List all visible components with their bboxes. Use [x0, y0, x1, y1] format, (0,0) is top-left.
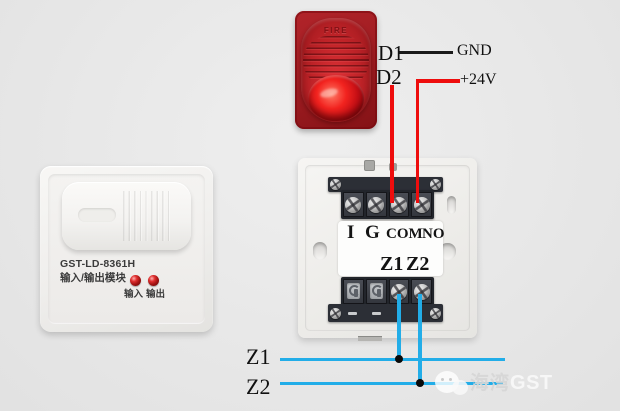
- terminal-label-sticker: I G COM NO Z1 Z2: [338, 221, 445, 276]
- terminal-com: [388, 192, 410, 217]
- mounting-clip: [364, 160, 375, 171]
- terminal-no: [411, 192, 432, 217]
- screw-icon: [430, 179, 441, 190]
- mounting-hole-left: [313, 242, 327, 260]
- terminal-label-g: G: [365, 222, 380, 243]
- terminal-z1: [388, 279, 410, 304]
- z2-junction-dot: [415, 379, 424, 388]
- d2-label: D2: [376, 65, 402, 89]
- terminal-base-plate: I G COM NO Z1 Z2: [298, 158, 477, 341]
- mounting-hole-right: [439, 243, 456, 260]
- z2-bus-label: Z2: [246, 374, 271, 399]
- terminal-z2: [411, 279, 432, 304]
- output-led-label: 输出: [146, 289, 166, 300]
- fire-sounder-dome: FIRE: [301, 18, 371, 122]
- gnd-wire: [398, 51, 453, 54]
- z1-bus-line: [280, 357, 505, 361]
- z2-bus-line: [280, 381, 503, 385]
- screw-icon: [413, 283, 430, 300]
- screw-icon: [390, 283, 407, 300]
- plus24v-to-no-wire: [415, 79, 420, 203]
- io-module-faceplate: GST-LD-8361H 输入/输出模块 输入 输出: [40, 166, 213, 332]
- z1-terminal-wire: [396, 294, 401, 361]
- screw-icon: [430, 308, 441, 319]
- top-terminal-row: [341, 190, 434, 219]
- terminal-i: [343, 192, 364, 217]
- input-led-icon: [130, 275, 141, 286]
- d2-to-com-wire: [390, 85, 394, 203]
- terminal-label-z1: Z1: [380, 253, 404, 275]
- input-led-label: 输入: [124, 289, 144, 300]
- fire-sounder-strobe: FIRE: [295, 11, 377, 129]
- fire-sounder-label: FIRE: [323, 26, 349, 35]
- watermark: 海湾 GST: [433, 366, 553, 400]
- terminal-insert: [347, 283, 360, 299]
- io-module-label-recess: [78, 208, 116, 222]
- plus24v-label: +24V: [460, 71, 497, 88]
- top-terminal-bar: [328, 177, 443, 192]
- screw-icon: [330, 179, 341, 190]
- terminal-contact: [372, 312, 381, 315]
- wechat-logo-icon: [433, 366, 470, 400]
- z1-junction-dot: [394, 355, 403, 364]
- bottom-terminal-row: [341, 277, 434, 306]
- mounting-clip-bottom: [358, 336, 382, 341]
- z1-bus-label: Z1: [246, 344, 271, 369]
- io-module-model-label: GST-LD-8361H: [60, 258, 136, 270]
- plus24v-wire-horizontal: [415, 79, 460, 83]
- bottom-terminal-bar: [328, 304, 443, 322]
- terminal-empty: [343, 279, 364, 304]
- terminal-label-com: COM: [386, 226, 423, 242]
- lens-highlight: [319, 86, 339, 100]
- gnd-label: GND: [457, 42, 492, 59]
- io-module-cover: [62, 182, 191, 250]
- terminal-insert: [369, 283, 383, 299]
- chat-bubble-icon: [452, 380, 468, 395]
- terminal-label-i: I: [347, 222, 355, 243]
- output-led-icon: [148, 275, 159, 286]
- screw-icon: [368, 196, 385, 213]
- terminal-g: [365, 192, 387, 217]
- d1-label: D1: [378, 41, 404, 65]
- z2-terminal-wire: [417, 294, 422, 385]
- screw-icon: [330, 308, 341, 319]
- screw-icon: [390, 196, 407, 213]
- io-module-type-label: 输入/输出模块: [60, 272, 126, 284]
- terminal-label-z2: Z2: [406, 253, 430, 275]
- fire-sounder-lens: [308, 75, 364, 121]
- screw-icon: [345, 196, 362, 213]
- terminal-contact: [348, 312, 357, 315]
- watermark-text-cn: 海湾: [470, 372, 511, 394]
- mounting-slot-right: [447, 196, 456, 214]
- watermark-text-en: GST: [510, 372, 553, 394]
- terminal-label-no: NO: [422, 226, 445, 242]
- io-module-vent-ridges: [123, 191, 173, 241]
- terminal-empty: [365, 279, 387, 304]
